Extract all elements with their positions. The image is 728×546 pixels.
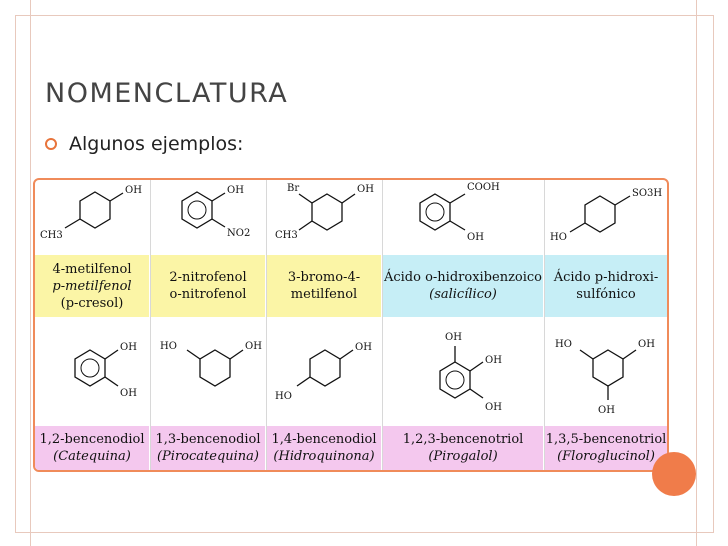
left-rule <box>30 0 31 546</box>
group-label: OH <box>445 332 462 343</box>
structure-1-4-bencenodiol: OH HO <box>275 342 372 402</box>
bullet-circle-icon <box>45 138 57 150</box>
group-label: OH <box>355 342 372 353</box>
name-1-3-5-bencenotriol: 1,3,5-bencenotriol(Floroglucinol) <box>545 426 667 470</box>
bullet-item: Algunos ejemplos: <box>45 133 243 155</box>
group-label: OH <box>120 388 137 399</box>
group-label: NO2 <box>227 228 250 239</box>
group-label: OH <box>485 402 502 413</box>
group-label: SO3H <box>632 188 662 199</box>
group-label: OH <box>125 185 142 196</box>
group-label: COOH <box>467 182 500 193</box>
name-1-2-bencenodiol: 1,2-bencenodiol(Catequina) <box>35 426 149 470</box>
group-label: OH <box>467 232 484 243</box>
row1-structures: OH CH3 OH NO2 OH Br CH3 COOH <box>40 182 662 243</box>
group-label: HO <box>555 339 572 350</box>
name-1-4-bencenodiol: 1,4-bencenodiol(Hidroquinona) <box>267 426 381 470</box>
examples-table: OH CH3 OH NO2 OH Br CH3 COOH <box>33 178 669 472</box>
group-label: OH <box>598 405 615 416</box>
group-label: CH3 <box>40 230 63 241</box>
row2-structures: OH OH HO OH OH HO OH OH OH <box>74 332 655 416</box>
structure-3-bromo-4-metilfenol: OH Br CH3 <box>275 183 374 241</box>
name-acido-p-hidroxisulfonico: Ácido p-hidroxi-sulfónico <box>545 255 667 317</box>
column-divider <box>266 180 267 470</box>
structure-2-nitrofenol: OH NO2 <box>181 185 250 239</box>
group-label: OH <box>357 184 374 195</box>
group-label: OH <box>227 185 244 196</box>
group-label: OH <box>485 355 502 366</box>
slide-title: NOMENCLATURA <box>45 78 289 109</box>
group-label: CH3 <box>275 230 298 241</box>
group-label: HO <box>550 232 567 243</box>
right-rule <box>696 0 697 546</box>
name-1-2-3-bencenotriol: 1,2,3-bencenotriol(Pirogalol) <box>383 426 543 470</box>
slide-frame <box>15 15 714 533</box>
group-label: HO <box>160 341 177 352</box>
structure-4-metilfenol: OH CH3 <box>40 185 142 241</box>
column-divider <box>150 180 151 470</box>
name-acido-salicilico: Ácido o-hidroxibenzoico(salicílico) <box>383 255 543 317</box>
bullet-text: Algunos ejemplos: <box>69 133 244 155</box>
structure-1-3-bencenodiol: HO OH <box>160 341 262 387</box>
structure-1-3-5-bencenotriol: HO OH OH <box>555 339 655 416</box>
decorative-orange-circle <box>652 452 696 496</box>
group-label: HO <box>275 391 292 402</box>
name-1-3-bencenodiol: 1,3-bencenodiol(Pirocatequina) <box>151 426 265 470</box>
structure-1-2-bencenodiol: OH OH <box>74 342 137 399</box>
column-divider <box>382 180 383 470</box>
group-label: Br <box>287 183 299 194</box>
name-3-bromo-4-metilfenol: 3-bromo-4-metilfenol <box>267 255 381 317</box>
structure-1-2-3-bencenotriol: OH OH OH <box>439 332 502 413</box>
group-label: OH <box>638 339 655 350</box>
structure-acido-p-hidroxisulfonico: SO3H HO <box>550 188 662 243</box>
structure-acido-salicilico: COOH OH <box>419 182 500 243</box>
column-divider <box>544 180 545 470</box>
group-label: OH <box>120 342 137 353</box>
group-label: OH <box>245 341 262 352</box>
